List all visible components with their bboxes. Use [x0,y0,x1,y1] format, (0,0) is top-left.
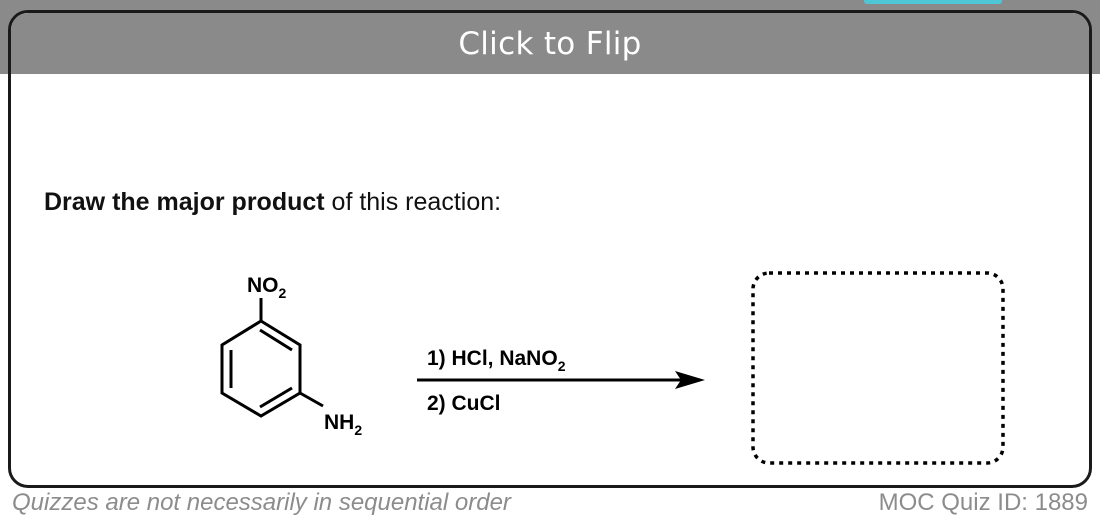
question-text: Draw the major product of this reaction: [44,188,501,217]
bond-to-amine [299,391,324,408]
reaction-scheme: NO2 NH2 1) HCl, NaNO2 2) CuCl [220,271,1005,465]
flip-bar[interactable]: Click to Flip [11,13,1089,74]
reagent-step-1: 1) HCl, NaNO2 [427,347,566,374]
question-rest: of this reaction: [324,188,502,216]
reagent-step-2: 2) CuCl [427,392,501,415]
question-bold: Draw the major product [44,188,325,216]
quiz-id: MOC Quiz ID: 1889 [878,489,1088,516]
amine-group: NH2 [324,411,362,438]
reaction-arrow [417,371,705,389]
flip-label: Click to Flip [458,25,642,62]
quiz-card[interactable]: Click to Flip Draw the major product of … [8,10,1092,488]
benzene-ring [220,319,302,418]
nitro-group: NO2 [247,274,287,301]
footer-note: Quizzes are not necessarily in sequentia… [12,489,511,516]
top-accent-tab[interactable] [864,0,1002,4]
answer-box[interactable] [751,271,1005,465]
